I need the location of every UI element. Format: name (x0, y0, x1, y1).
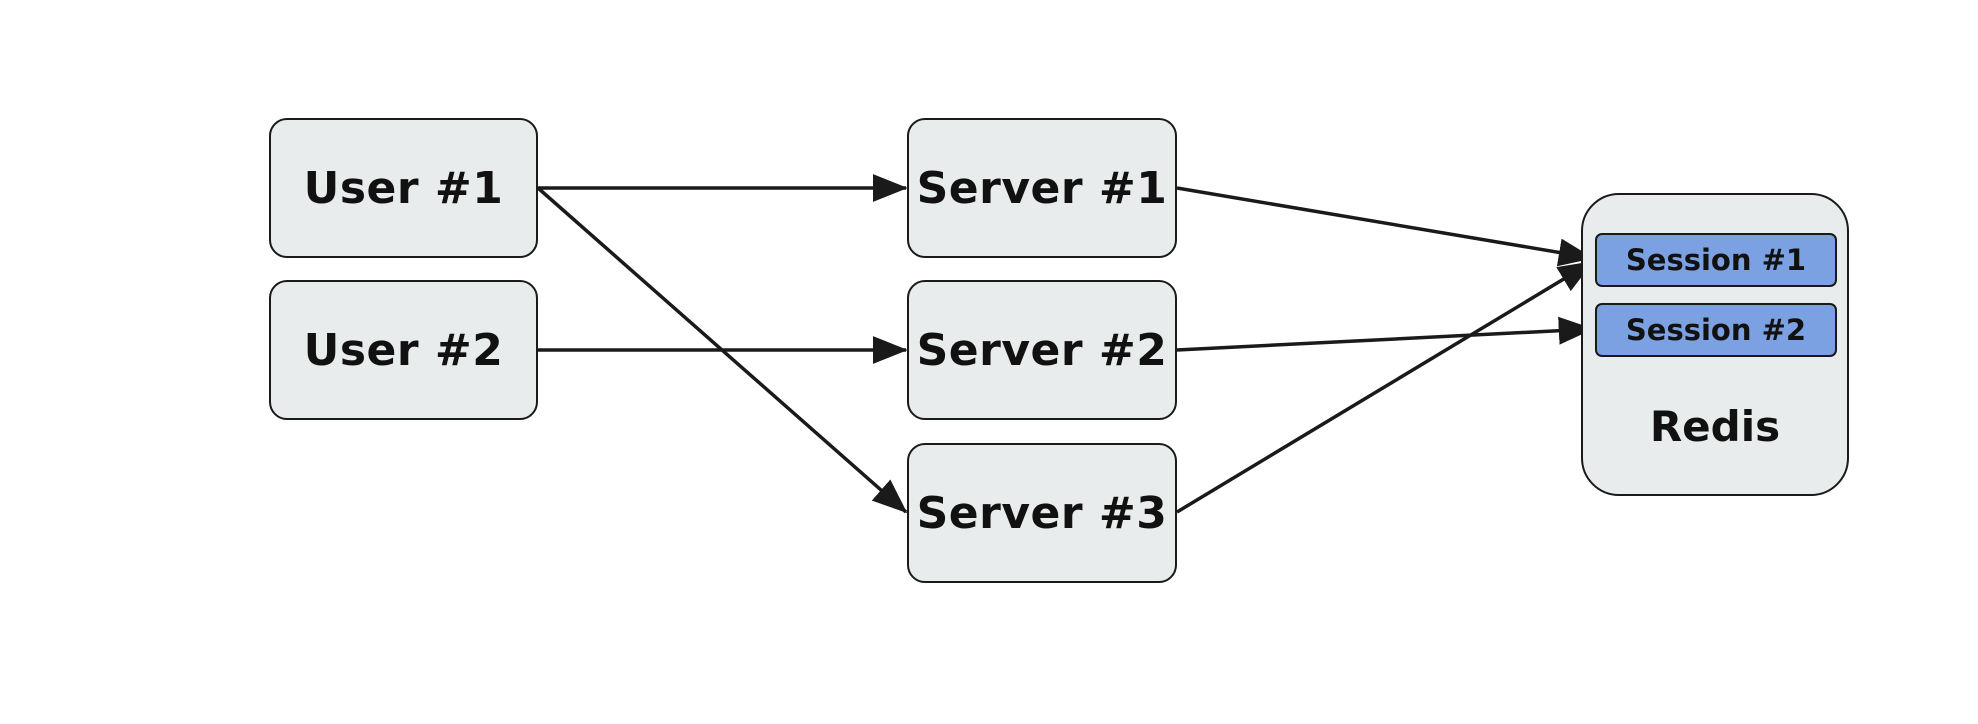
user-1-node: User #1 (269, 118, 538, 258)
session-1-label: Session #1 (1625, 243, 1807, 277)
edge-server3-session1 (1176, 260, 1594, 514)
server-1-label: Server #1 (916, 162, 1168, 214)
server-2-label: Server #2 (916, 324, 1168, 376)
edge-server1-session1 (1176, 186, 1594, 267)
redis-label: Redis (1649, 402, 1781, 451)
session-1-box: Session #1 (1595, 233, 1837, 287)
server-3-label: Server #3 (916, 487, 1168, 539)
server-1-node: Server #1 (907, 118, 1177, 258)
server-3-node: Server #3 (907, 443, 1177, 583)
user-1-label: User #1 (303, 162, 504, 214)
server-2-node: Server #2 (907, 280, 1177, 420)
edge-server2-session2 (1176, 316, 1594, 352)
session-2-box: Session #2 (1595, 303, 1837, 357)
redis-container: Session #1 Session #2 Redis (1581, 193, 1849, 496)
user-2-node: User #2 (269, 280, 538, 420)
session-2-label: Session #2 (1625, 313, 1807, 347)
user-2-label: User #2 (303, 324, 504, 376)
